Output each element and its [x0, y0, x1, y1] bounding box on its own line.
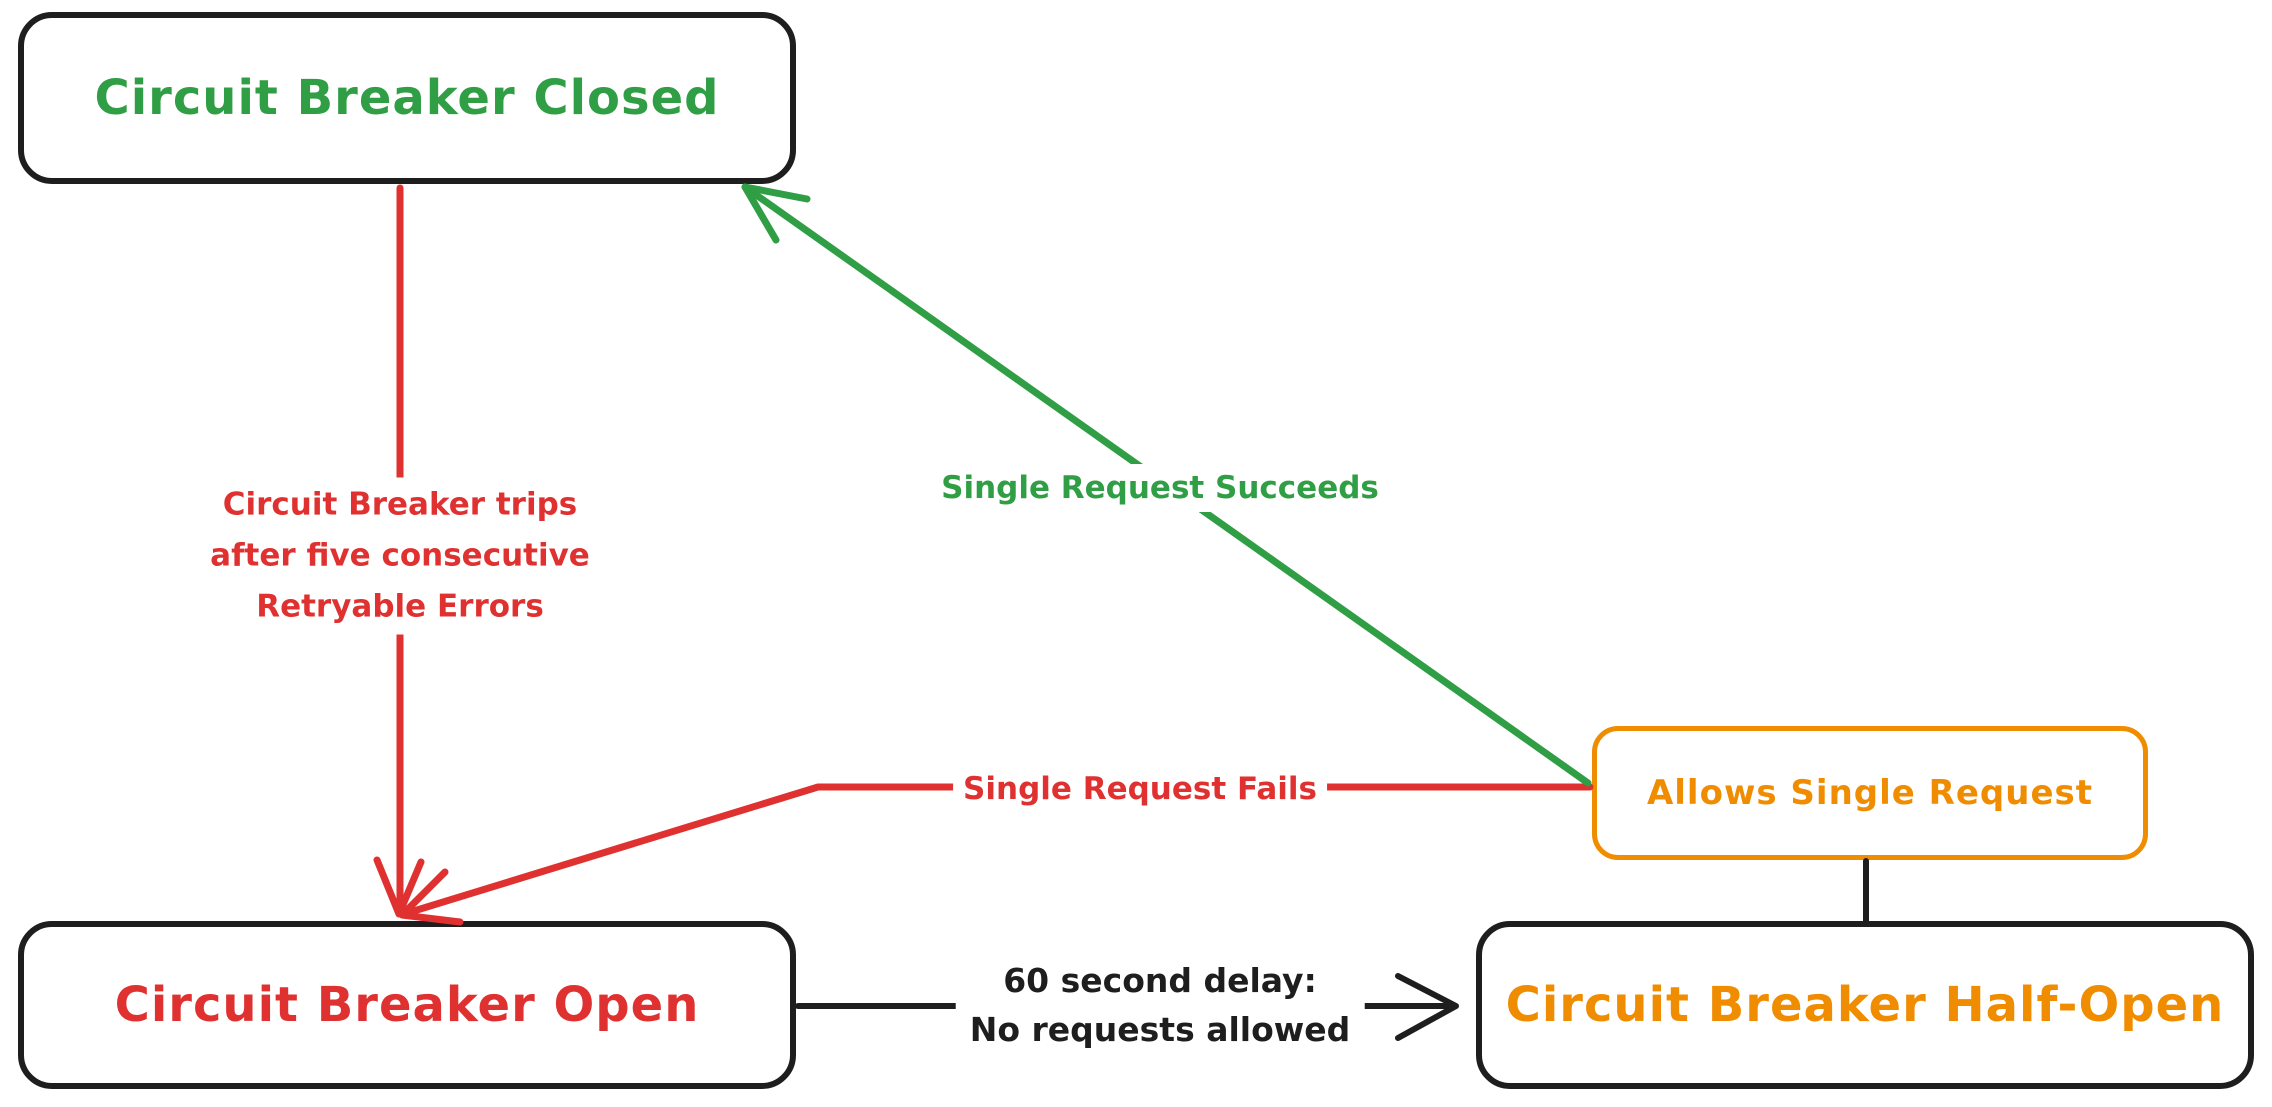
node-allows-single-request-label: Allows Single Request: [1646, 773, 2094, 813]
edge-succeeds-arrowhead: [741, 183, 811, 244]
node-circuit-breaker-half-open: Circuit Breaker Half-Open: [1476, 921, 2254, 1089]
node-circuit-breaker-closed-label: Circuit Breaker Closed: [94, 70, 720, 126]
edge-delay-label-line1: 60 second delay:: [1003, 961, 1317, 1000]
edge-trips-label-line1: Circuit Breaker trips: [222, 486, 578, 523]
node-circuit-breaker-open: Circuit Breaker Open: [18, 921, 796, 1089]
node-allows-single-request: Allows Single Request: [1592, 726, 2148, 860]
edge-delay-arrowhead: [1395, 973, 1459, 1041]
edge-delay-label: 60 second delay: No requests allowed: [955, 954, 1365, 1056]
node-circuit-breaker-closed: Circuit Breaker Closed: [18, 12, 796, 184]
edge-succeeds-label: Single Request Succeeds: [925, 464, 1395, 512]
edge-delay-label-line2: No requests allowed: [969, 1010, 1351, 1049]
node-circuit-breaker-open-label: Circuit Breaker Open: [114, 977, 700, 1033]
edge-fails-arrowhead: [398, 868, 464, 926]
edge-trips-label-line2: after five consecutive: [210, 537, 590, 574]
edge-trips-label-line3: Retryable Errors: [256, 588, 544, 625]
edge-trips-arrowhead: [373, 856, 425, 918]
node-circuit-breaker-half-open-label: Circuit Breaker Half-Open: [1505, 977, 2225, 1033]
edge-trips-label: Circuit Breaker trips after five consecu…: [196, 477, 604, 635]
edge-fails-label: Single Request Fails: [953, 767, 1327, 811]
